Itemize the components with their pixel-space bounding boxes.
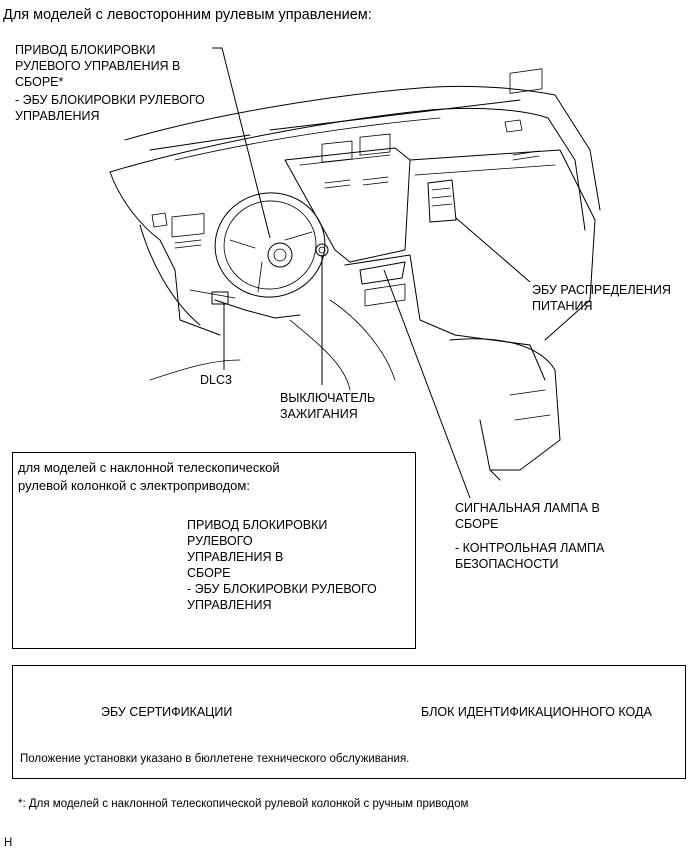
label-ignition-1: ВЫКЛЮЧАТЕЛЬ [280, 391, 376, 405]
label-steering-lock-5: УПРАВЛЕНИЯ [15, 109, 100, 123]
inset-title-2: рулевой колонкой с электроприводом: [18, 478, 250, 493]
inset-label-1: ПРИВОД БЛОКИРОВКИ [187, 518, 328, 532]
label-indicator-1: СИГНАЛЬНАЯ ЛАМПА В [455, 501, 600, 515]
leader-lines [212, 47, 531, 499]
legend-note: Положение установки указано в бюллетене … [20, 753, 410, 765]
label-indicator-2: СБОРЕ [455, 517, 499, 531]
inset-label-3: УПРАВЛЕНИЯ В [187, 550, 284, 564]
legend-cert-ecu: ЭБУ СЕРТИФИКАЦИИ [101, 705, 233, 719]
label-power-ecu-1: ЭБУ РАСПРЕДЕЛЕНИЯ [532, 283, 671, 297]
label-steering-lock-1: ПРИВОД БЛОКИРОВКИ [15, 43, 156, 57]
inset-label-5: - ЭБУ БЛОКИРОВКИ РУЛЕВОГО [187, 582, 377, 596]
label-ignition-2: ЗАЖИГАНИЯ [280, 407, 358, 421]
label-security-1: - КОНТРОЛЬНАЯ ЛАМПА [455, 541, 605, 555]
inset-label-2: РУЛЕВОГО [187, 534, 253, 548]
label-dlc3: DLC3 [200, 373, 232, 387]
inset-title-1: для моделей с наклонной телескопической [18, 460, 280, 475]
inset-label-4: СБОРЕ [187, 566, 231, 580]
footnote: *: Для моделей с наклонной телескопическ… [18, 798, 469, 810]
corner-mark: H [4, 837, 13, 849]
dashboard-drawing [109, 68, 601, 481]
label-security-2: БЕЗОПАСНОСТИ [455, 557, 559, 571]
legend-id-code-box: БЛОК ИДЕНТИФИКАЦИОННОГО КОДА [421, 705, 652, 719]
label-steering-lock-2: РУЛЕВОГО УПРАВЛЕНИЯ В [15, 59, 181, 73]
legend-box [12, 665, 686, 779]
label-steering-lock-4: - ЭБУ БЛОКИРОВКИ РУЛЕВОГО [15, 93, 205, 107]
label-steering-lock-3: СБОРЕ* [15, 75, 64, 89]
label-power-ecu-2: ПИТАНИЯ [532, 299, 593, 313]
page-title: Для моделей с левосторонним рулевым упра… [3, 7, 372, 23]
inset-label-6: УПРАВЛЕНИЯ [187, 598, 272, 612]
inset-box [12, 452, 416, 649]
